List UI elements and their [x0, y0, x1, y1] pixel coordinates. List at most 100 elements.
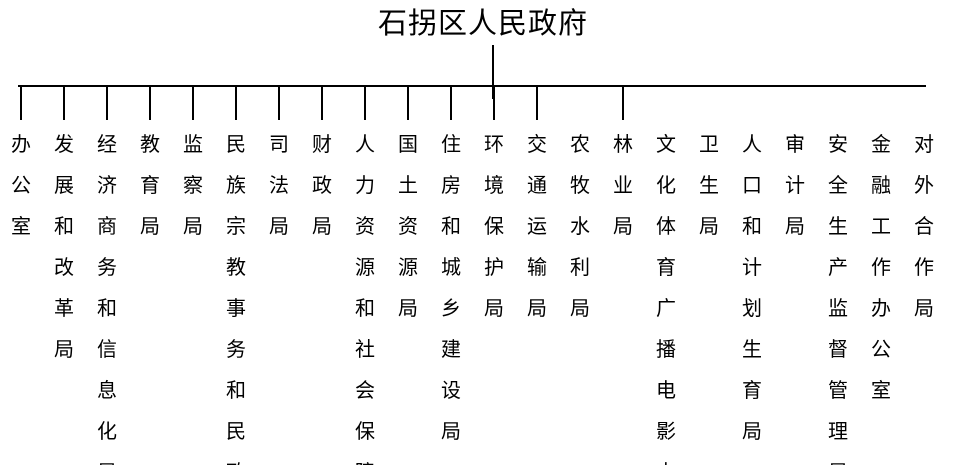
department-label-char: 城 [441, 255, 461, 279]
department-label-char: 局 [94, 452, 120, 465]
department-node-12[interactable]: 环境保护局 [481, 124, 507, 329]
department-label-char: 乡 [441, 296, 461, 320]
department-label-char: 电 [653, 452, 679, 465]
department-label-char: 务 [97, 255, 117, 279]
department-node-17[interactable]: 卫生局 [696, 124, 722, 247]
department-node-9[interactable]: 人力资源和社会保障局 [352, 124, 378, 465]
department-label-char: 外 [914, 173, 934, 197]
department-node-7[interactable]: 司法局 [266, 124, 292, 247]
drop-line-12 [493, 87, 495, 120]
department-label-char: 公 [871, 337, 891, 361]
department-label-char: 障 [352, 452, 378, 465]
department-label-char: 育 [656, 255, 676, 279]
department-label-char: 局 [742, 419, 762, 443]
department-label-char: 作 [914, 255, 934, 279]
drop-line-11 [450, 87, 452, 120]
department-node-1[interactable]: 办公室 [8, 124, 34, 247]
department-node-18[interactable]: 人口和计划生育局 [739, 124, 765, 452]
department-label-char: 司 [269, 132, 289, 156]
department-label-char: 事 [226, 296, 246, 320]
department-node-2[interactable]: 发展和改革局 [51, 124, 77, 370]
department-label-char: 牧 [570, 173, 590, 197]
department-label-char: 社 [355, 337, 375, 361]
department-node-15[interactable]: 林业局 [610, 124, 636, 247]
drop-line-7 [278, 87, 280, 120]
department-node-5[interactable]: 监察局 [180, 124, 206, 247]
department-label-char: 生 [828, 214, 848, 238]
department-label-char: 护 [484, 255, 504, 279]
department-label-char: 监 [183, 132, 203, 156]
department-label-char: 局 [441, 419, 461, 443]
department-label-char: 和 [54, 214, 74, 238]
department-label-char: 通 [527, 173, 547, 197]
department-label-char: 运 [527, 214, 547, 238]
department-label-char: 划 [742, 296, 762, 320]
department-label-char: 展 [54, 173, 74, 197]
department-node-22[interactable]: 对外合作局 [911, 124, 937, 329]
department-node-8[interactable]: 财政局 [309, 124, 335, 247]
department-label-char: 源 [398, 255, 418, 279]
department-label-char: 局 [527, 296, 547, 320]
department-label-char: 政 [312, 173, 332, 197]
department-label-char: 局 [312, 214, 332, 238]
department-label-char: 生 [742, 337, 762, 361]
department-label-char: 督 [828, 337, 848, 361]
department-label-char: 业 [613, 173, 633, 197]
department-label-char: 人 [742, 132, 762, 156]
drop-line-4 [149, 87, 151, 120]
department-label-char: 室 [11, 214, 31, 238]
department-label-char: 政 [223, 452, 249, 465]
department-label-char: 境 [484, 173, 504, 197]
department-label-char: 教 [140, 132, 160, 156]
department-label-char: 力 [355, 173, 375, 197]
department-label-char: 局 [699, 214, 719, 238]
department-node-20[interactable]: 安全生产监督管理局 [825, 124, 851, 465]
department-label-char: 信 [97, 337, 117, 361]
drop-line-1 [20, 87, 22, 120]
department-label-char: 革 [54, 296, 74, 320]
department-label-char: 局 [398, 296, 418, 320]
page-title: 石拐区人民政府 [377, 6, 588, 40]
department-node-6[interactable]: 民族宗教事务和民政局 [223, 124, 249, 465]
department-label-char: 局 [183, 214, 203, 238]
drop-line-10 [407, 87, 409, 120]
department-label-char: 化 [97, 419, 117, 443]
department-label-char: 影 [656, 419, 676, 443]
department-label-char: 文 [656, 132, 676, 156]
department-label-char: 人 [355, 132, 375, 156]
department-label-char: 合 [914, 214, 934, 238]
department-label-char: 和 [441, 214, 461, 238]
department-label-char: 族 [226, 173, 246, 197]
department-label-char: 作 [871, 255, 891, 279]
department-label-char: 局 [54, 337, 74, 361]
department-label-char: 化 [656, 173, 676, 197]
department-label-char: 房 [441, 173, 461, 197]
department-label-char: 局 [914, 296, 934, 320]
department-label-char: 宗 [226, 214, 246, 238]
department-node-13[interactable]: 交通运输局 [524, 124, 550, 329]
department-label-char: 局 [825, 452, 851, 465]
department-label-char: 源 [355, 255, 375, 279]
department-label-char: 口 [742, 173, 762, 197]
department-label-char: 对 [914, 132, 934, 156]
department-node-19[interactable]: 审计局 [782, 124, 808, 247]
department-label-char: 发 [54, 132, 74, 156]
department-label-char: 保 [355, 419, 375, 443]
department-node-16[interactable]: 文化体育广播电影电视局 [653, 124, 679, 465]
department-node-4[interactable]: 教育局 [137, 124, 163, 247]
department-label-char: 局 [613, 214, 633, 238]
department-label-char: 建 [441, 337, 461, 361]
department-node-3[interactable]: 经济商务和信息化局 [94, 124, 120, 465]
department-node-14[interactable]: 农牧水利局 [567, 124, 593, 329]
department-node-21[interactable]: 金融工作办公室 [868, 124, 894, 411]
department-label-char: 融 [871, 173, 891, 197]
department-label-char: 和 [355, 296, 375, 320]
department-label-char: 改 [54, 255, 74, 279]
department-label-char: 局 [570, 296, 590, 320]
department-node-10[interactable]: 国土资源局 [395, 124, 421, 329]
department-node-11[interactable]: 住房和城乡建设局 [438, 124, 464, 452]
department-label-char: 住 [441, 132, 461, 156]
department-label-char: 教 [226, 255, 246, 279]
department-label-char: 工 [871, 214, 891, 238]
department-label-char: 理 [828, 419, 848, 443]
